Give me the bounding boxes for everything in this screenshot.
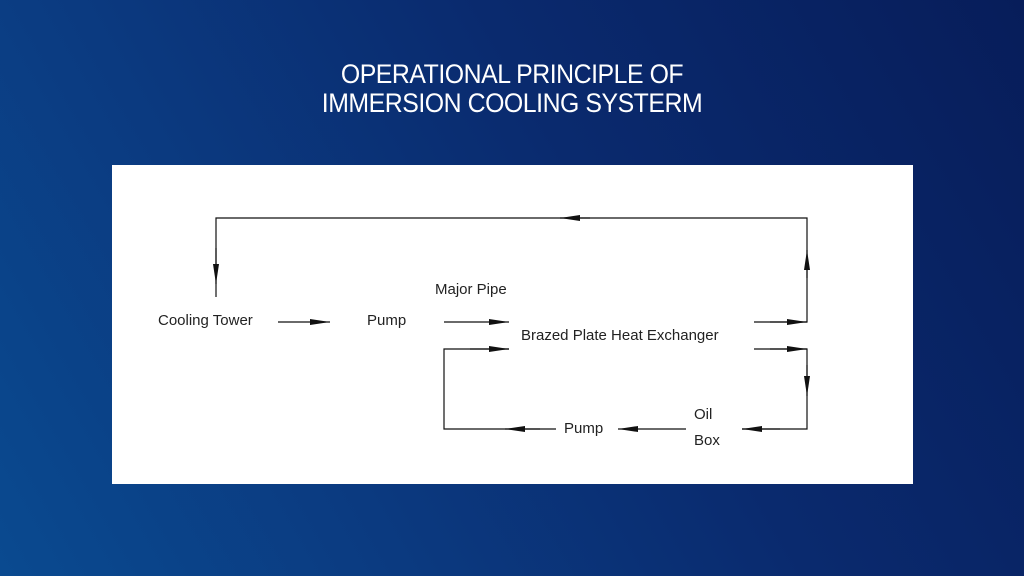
oil-loop-right-line — [742, 348, 808, 430]
node-cooling-tower: Cooling Tower — [158, 312, 253, 329]
cooling-loop-line — [215, 217, 808, 323]
title-line-2: IMMERSION COOLING SYSTERM — [321, 88, 703, 118]
page-title: OPERATIONAL PRINCIPLE OF IMMERSION COOLI… — [41, 60, 983, 118]
node-heat-exchanger: Brazed Plate Heat Exchanger — [521, 327, 719, 344]
oil-loop-left-line — [443, 348, 556, 430]
label-major-pipe: Major Pipe — [435, 281, 507, 298]
node-oil-box-line1: Oil — [694, 406, 713, 423]
node-oil-box-line2: Box — [694, 432, 720, 449]
title-line-1: OPERATIONAL PRINCIPLE OF — [340, 59, 684, 89]
node-pump-secondary: Pump — [564, 420, 604, 437]
node-pump-primary: Pump — [367, 312, 407, 329]
